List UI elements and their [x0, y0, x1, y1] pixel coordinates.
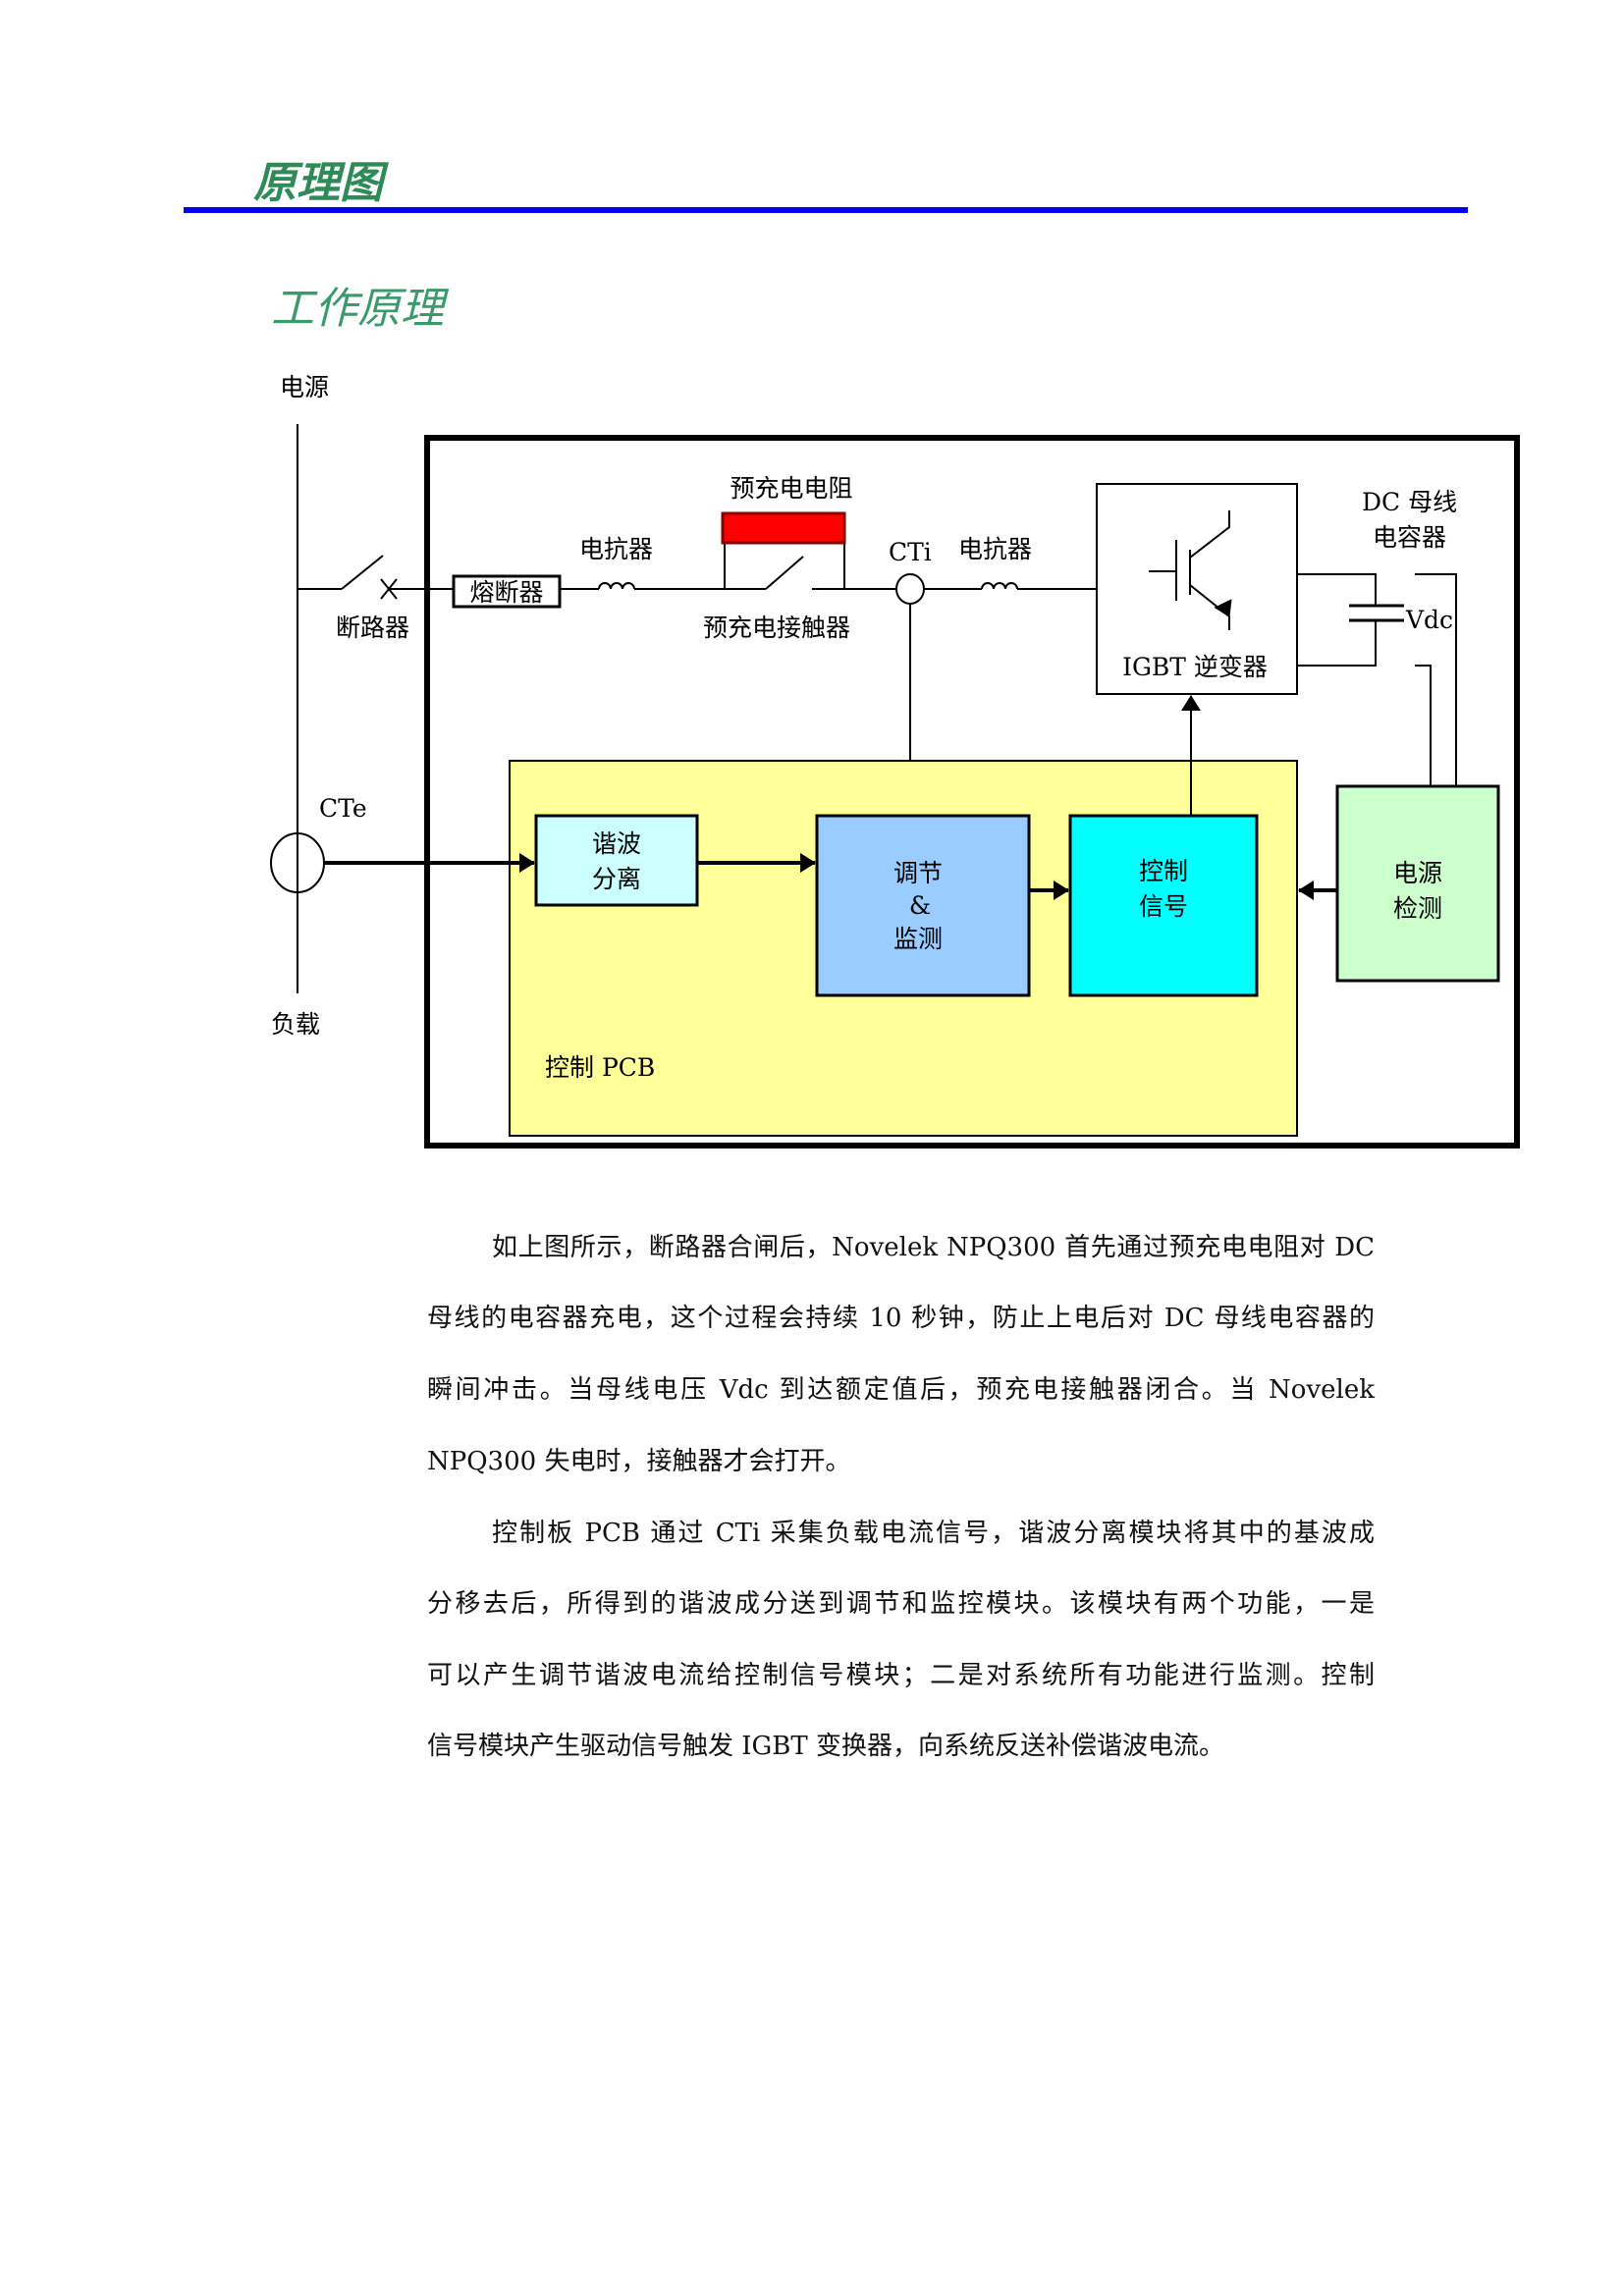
breaker-label: 断路器	[336, 614, 409, 642]
igbt-label: IGBT 逆变器	[1122, 653, 1268, 681]
paragraph-line: 可以产生调节谐波电流给控制信号模块；二是对系统所有功能进行监测。控制	[427, 1661, 1375, 1690]
precharge-contactor-label: 预充电接触器	[703, 614, 850, 642]
control-pcb-label: 控制 PCB	[545, 1053, 655, 1082]
paragraph-line: 信号模块产生驱动信号触发 IGBT 变换器，向系统反送补偿谐波电流。	[427, 1732, 1225, 1761]
control-signal-text: 控制	[1139, 857, 1188, 885]
load-label: 负载	[271, 1010, 320, 1039]
power-detect-text: 检测	[1393, 894, 1442, 923]
reactor-1-label: 电抗器	[579, 535, 653, 563]
paragraph-line: 控制板 PCB 通过 CTi 采集负载电流信号，谐波分离模块将其中的基波成	[492, 1519, 1375, 1548]
precharge-resistor	[721, 511, 846, 545]
power-detect-text: 电源	[1393, 859, 1442, 887]
control-signal-block	[1068, 814, 1259, 997]
cte-label: CTe	[319, 794, 367, 823]
dc-capacitor-icon	[1349, 604, 1404, 622]
regulate-text: &	[909, 891, 931, 920]
reactor-2-label: 电抗器	[958, 535, 1032, 563]
igbt-symbol-icon	[1149, 510, 1232, 630]
harmonic-sep-text: 谐波	[592, 829, 641, 858]
vdc-label: Vdc	[1405, 606, 1453, 634]
fuse-label: 熔断器	[469, 578, 543, 607]
page-title: 原理图	[253, 158, 383, 208]
regulate-text: 调节	[893, 859, 943, 887]
cti-label: CTi	[889, 538, 932, 566]
dc-capacitor-label: 电容器	[1373, 523, 1446, 552]
paragraph-line: 如上图所示，断路器合闸后，Novelek NPQ300 首先通过预充电电阻对 D…	[492, 1233, 1375, 1262]
fuse-box	[452, 574, 562, 609]
dc-bus-label: DC 母线	[1362, 488, 1457, 516]
paragraph-line: 瞬间冲击。当母线电压 Vdc 到达额定值后，预充电接触器闭合。当 Novelek	[427, 1375, 1375, 1405]
paragraph-line: 分移去后，所得到的谐波成分送到调节和监控模块。该模块有两个功能，一是	[427, 1589, 1375, 1619]
dc-bus-wiring	[1297, 573, 1457, 786]
section-title: 工作原理	[271, 284, 444, 334]
paragraph-line: NPQ300 失电时，接触器才会打开。	[427, 1447, 851, 1476]
regulate-text: 监测	[893, 925, 943, 953]
paragraph-line: 母线的电容器充电，这个过程会持续 10 秒钟，防止上电后对 DC 母线电容器的	[427, 1304, 1375, 1333]
apf-enclosure	[424, 435, 1520, 1148]
main-power-path	[298, 528, 1097, 600]
power-source-label: 电源	[280, 373, 329, 401]
power-detect-block	[1335, 784, 1500, 983]
title-divider	[184, 207, 1468, 213]
regulate-monitor-block	[815, 814, 1031, 997]
control-signal-text: 信号	[1139, 892, 1188, 921]
harmonic-sep-text: 分离	[592, 865, 641, 893]
harmonic-separation-block	[534, 814, 699, 907]
igbt-inverter-box	[1096, 483, 1298, 695]
cti-sensor	[895, 573, 925, 605]
precharge-resistor-label: 预充电电阻	[730, 474, 852, 503]
